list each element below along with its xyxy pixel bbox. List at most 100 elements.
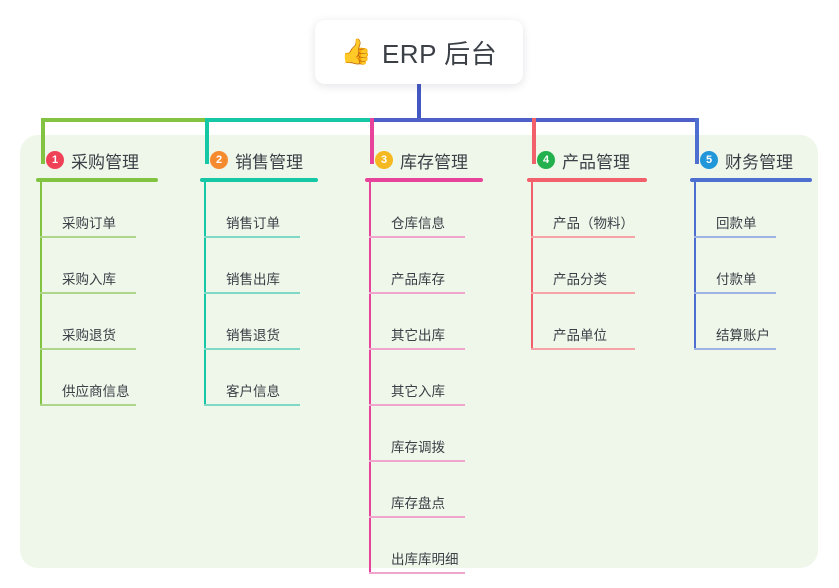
branch-number-badge: 5 [700,151,718,169]
branch-header[interactable]: 5 财务管理 [690,148,839,172]
thumbs-up-icon: 👍 [340,37,372,66]
leaf-node-label: 采购退货 [62,328,116,343]
leaf-node-label: 库存盘点 [391,496,445,511]
leaf-node[interactable]: 销售订单 [200,182,350,238]
leaf-underline [369,236,465,238]
leaf-node[interactable]: 产品单位 [527,294,677,350]
branch-title: 财务管理 [725,152,793,172]
leaf-underline [369,404,465,406]
branch-trunk-line [531,182,533,350]
root-stem-connector [417,84,421,122]
branch-children: 销售订单销售出库销售退货客户信息 [200,182,350,406]
branch-children: 产品（物料） 产品分类产品单位 [527,182,677,350]
bus-segment-teal [205,118,374,122]
leaf-node[interactable]: 销售出库 [200,238,350,294]
leaf-underline [694,292,776,294]
branch-trunk-line [369,182,371,574]
leaf-underline [369,460,465,462]
leaf-node[interactable]: 客户信息 [200,350,350,406]
leaf-node[interactable]: 供应商信息 [36,350,186,406]
branch-underline [36,178,158,182]
leaf-underline [369,292,465,294]
leaf-node-label: 产品（物料） [553,216,634,231]
leaf-node-label: 产品库存 [391,272,445,287]
branch-children: 回款单付款单结算账户 [690,182,839,350]
branch-header[interactable]: 1 采购管理 [36,148,186,172]
leaf-node-label: 结算账户 [716,328,770,343]
leaf-node[interactable]: 采购订单 [36,182,186,238]
branch-drop-connector [532,118,536,164]
leaf-node-label: 产品单位 [553,328,607,343]
leaf-underline [531,292,635,294]
leaf-underline [40,404,136,406]
leaf-underline [204,404,300,406]
leaf-underline [204,292,300,294]
leaf-node-label: 仓库信息 [391,216,445,231]
branch-number-badge: 4 [537,151,555,169]
branch-drop-connector [695,118,699,164]
leaf-node-label: 产品分类 [553,272,607,287]
leaf-underline [204,348,300,350]
leaf-underline [40,292,136,294]
leaf-underline [40,348,136,350]
root-node[interactable]: 👍 ERP 后台 [315,20,523,84]
branch-trunk-line [694,182,696,350]
leaf-node[interactable]: 销售退货 [200,294,350,350]
branch-title: 库存管理 [400,152,468,172]
branch-drop-connector [41,118,45,164]
leaf-node[interactable]: 结算账户 [690,294,839,350]
leaf-underline [531,348,635,350]
leaf-node-label: 销售退货 [226,328,280,343]
branch-header[interactable]: 4 产品管理 [527,148,677,172]
leaf-underline [531,236,635,238]
leaf-node[interactable]: 产品库存 [365,238,515,294]
leaf-node[interactable]: 产品（物料） [527,182,677,238]
leaf-node[interactable]: 库存调拨 [365,406,515,462]
leaf-node-label: 采购入库 [62,272,116,287]
branch-underline [365,178,483,182]
leaf-node-label: 出库库明细 [391,552,459,567]
branch-drop-connector [205,118,209,164]
leaf-underline [369,516,465,518]
leaf-underline [204,236,300,238]
leaf-node[interactable]: 库存盘点 [365,462,515,518]
leaf-node-label: 其它入库 [391,384,445,399]
branch-children: 采购订单采购入库采购退货供应商信息 [36,182,186,406]
branch-column: 5 财务管理回款单付款单结算账户 [690,148,839,350]
branch-underline [200,178,318,182]
leaf-node-label: 销售出库 [226,272,280,287]
branch-column: 1 采购管理采购订单采购入库采购退货供应商信息 [36,148,186,406]
leaf-node-label: 回款单 [716,216,757,231]
leaf-underline [694,348,776,350]
branch-trunk-line [40,182,42,406]
bus-segment-green [41,118,209,122]
branch-column: 4 产品管理产品（物料） 产品分类产品单位 [527,148,677,350]
leaf-node[interactable]: 付款单 [690,238,839,294]
leaf-node[interactable]: 采购退货 [36,294,186,350]
branch-title: 销售管理 [235,152,303,172]
branch-title: 产品管理 [562,152,630,172]
diagram-background-panel [20,135,818,568]
branch-title: 采购管理 [71,152,139,172]
leaf-underline [40,236,136,238]
leaf-node-label: 库存调拨 [391,440,445,455]
leaf-node[interactable]: 其它出库 [365,294,515,350]
leaf-underline [694,236,776,238]
leaf-node[interactable]: 仓库信息 [365,182,515,238]
leaf-node[interactable]: 出库库明细 [365,518,515,574]
leaf-node-label: 采购订单 [62,216,116,231]
branch-number-badge: 1 [46,151,64,169]
leaf-node-label: 客户信息 [226,384,280,399]
leaf-node[interactable]: 产品分类 [527,238,677,294]
branch-underline [527,178,647,182]
leaf-node[interactable]: 回款单 [690,182,839,238]
leaf-node[interactable]: 其它入库 [365,350,515,406]
leaf-node-label: 销售订单 [226,216,280,231]
root-node-title: ERP 后台 [381,38,498,69]
leaf-node[interactable]: 采购入库 [36,238,186,294]
